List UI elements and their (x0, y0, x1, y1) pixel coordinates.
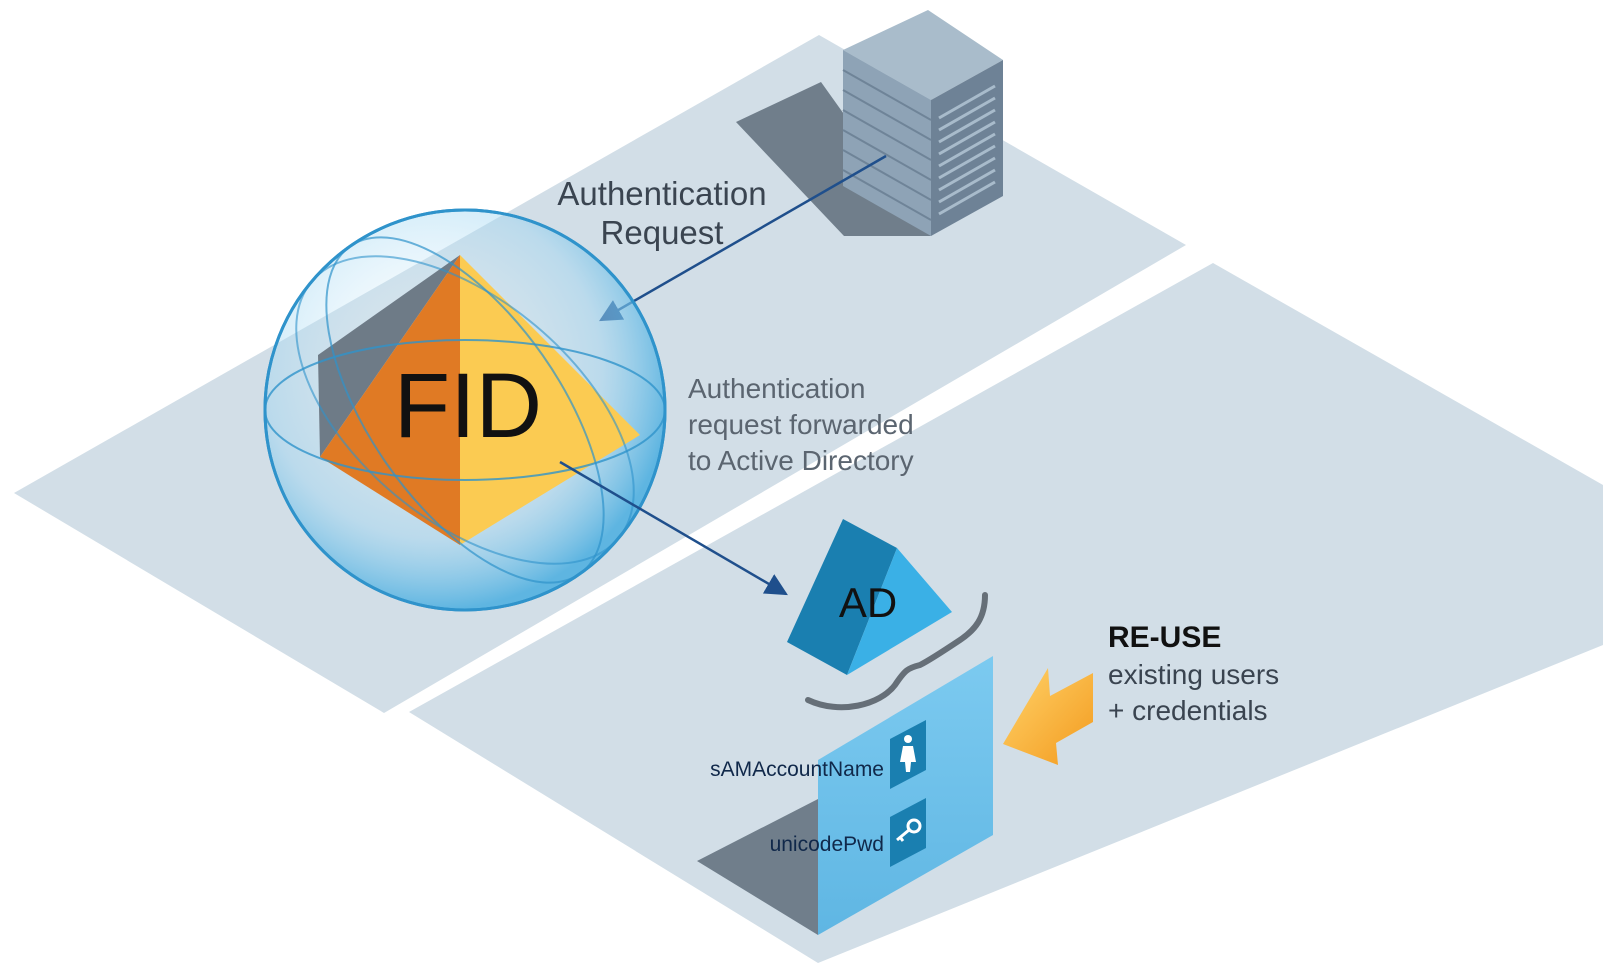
auth-request-label-line1: Authentication (557, 175, 766, 212)
person-icon (890, 720, 926, 789)
fid-label: FID (394, 355, 542, 457)
panel-shadow (697, 799, 818, 935)
password-attribute-label: unicodePwd (770, 833, 884, 856)
auth-request-label-line2: Request (601, 214, 724, 251)
pyramid-in-sphere-icon (263, 208, 667, 612)
username-attribute-label: sAMAccountName (710, 758, 884, 781)
server-rack-icon (842, 10, 1003, 236)
auth-request-arrow (599, 154, 887, 322)
key-icon (890, 798, 926, 867)
forward-arrow (559, 460, 788, 596)
forwarded-label-line2: request forwarded (688, 409, 914, 440)
ad-label: AD (839, 579, 897, 626)
arrow-left-icon (1003, 668, 1093, 765)
forwarded-label-line3: to Active Directory (688, 445, 914, 476)
brace (805, 592, 988, 711)
reuse-line2: + credentials (1108, 695, 1268, 726)
triangular-prism-icon (787, 519, 952, 675)
reuse-line1: existing users (1108, 659, 1279, 690)
reuse-title: RE-USE (1108, 621, 1221, 654)
forwarded-label-line1: Authentication (688, 373, 865, 404)
directory-panel (818, 656, 993, 935)
lower-platform (409, 263, 1603, 963)
